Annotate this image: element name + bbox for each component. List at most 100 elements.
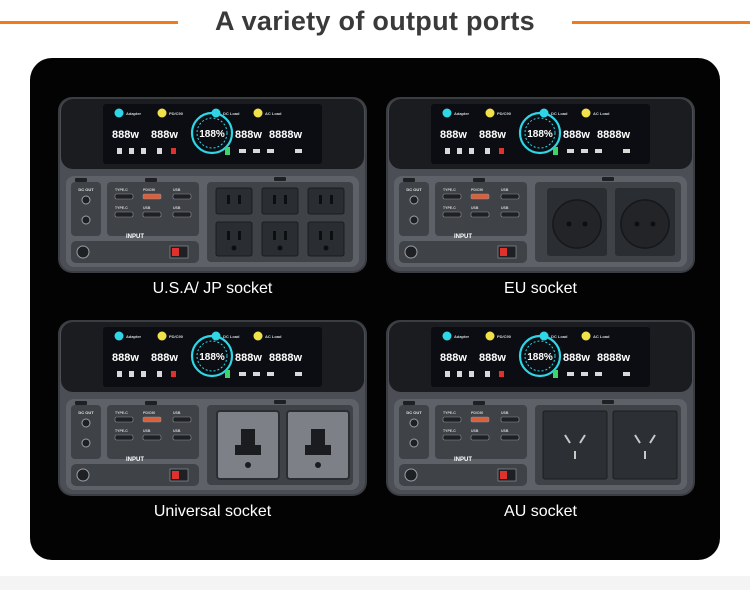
- lcd-indicator-icon: [253, 108, 263, 118]
- usb-port-icon: [442, 193, 462, 200]
- socket-pin: [238, 195, 241, 204]
- power-switch-icon: [172, 471, 179, 479]
- usb-label: USB: [471, 429, 479, 433]
- socket-pin: [284, 195, 287, 204]
- lcd-label: Adapter: [454, 111, 470, 116]
- socket-pin: [319, 195, 322, 204]
- us-socket-icon: [215, 221, 253, 257]
- usb-port-icon: [442, 211, 462, 218]
- socket-pin: [284, 231, 287, 240]
- lcd-digits-left-2: 888w: [479, 129, 506, 141]
- lcd-indicator-icon: [157, 108, 167, 118]
- input-label: INPUT: [454, 457, 472, 463]
- lcd-status-icon: [129, 371, 134, 377]
- lcd-status-icon: [253, 372, 260, 376]
- lcd-status-icon: [485, 371, 490, 377]
- dc-out-block: [399, 182, 429, 236]
- dc-port-icon: [409, 195, 419, 205]
- usb-port-icon: [172, 193, 192, 200]
- lcd-indicator-icon: [485, 331, 495, 341]
- battery-level-icon: [553, 370, 558, 378]
- usb-label: TYPE-C: [443, 188, 456, 192]
- usb-port-icon: [142, 211, 162, 218]
- usb-label: PD/C90: [143, 188, 155, 192]
- lcd-status-icon: [445, 371, 450, 377]
- usb-port-icon: [470, 193, 490, 200]
- battery-level-icon: [553, 147, 558, 155]
- battery-level-icon: [225, 147, 230, 155]
- usb-label: USB: [173, 411, 181, 415]
- lcd-status-icon: [485, 148, 490, 154]
- us-socket-icon: [307, 187, 345, 215]
- socket-pin: [564, 434, 571, 444]
- socket-pin: [634, 221, 640, 227]
- dc-out-block: [399, 405, 429, 459]
- dc-port-icon: [81, 438, 91, 448]
- dc-out-block: [71, 405, 101, 459]
- usb-label: TYPE-C: [115, 429, 128, 433]
- usb-label: USB: [143, 429, 151, 433]
- usb-port-icon: [500, 211, 520, 218]
- us-socket-icon: [261, 187, 299, 215]
- lcd-label: DC Load: [551, 334, 568, 339]
- lcd-label: AC Load: [593, 111, 610, 116]
- lcd-status-icon: [295, 372, 302, 376]
- lcd-status-icon: [157, 148, 162, 154]
- dc-out-label: DC OUT: [406, 410, 422, 415]
- lcd-digits-left: 888w: [112, 129, 139, 141]
- usb-port-icon: [470, 416, 490, 423]
- input-block: [71, 241, 199, 263]
- socket-pin: [649, 434, 656, 444]
- panel-tab: [602, 400, 614, 404]
- dc-port-icon: [81, 215, 91, 225]
- socket-pin: [582, 221, 588, 227]
- lcd-status-icon: [157, 371, 162, 377]
- battery-ring-icon: [518, 111, 562, 155]
- lcd-indicator-icon: [253, 331, 263, 341]
- panel-tab: [403, 178, 415, 182]
- caption-universal: Universal socket: [153, 503, 272, 520]
- socket-ground-pin: [245, 462, 251, 468]
- usb-label: USB: [471, 206, 479, 210]
- socket-ground-pin: [277, 245, 283, 251]
- usb-label: PD/C90: [143, 411, 155, 415]
- lcd-status-icon: [567, 149, 574, 153]
- socket-pin: [227, 195, 230, 204]
- lcd-status-icon: [567, 372, 574, 376]
- socket-pin: [634, 434, 641, 444]
- battery-percent: 188%: [527, 352, 553, 363]
- lcd-digits-right: 888w: [563, 352, 590, 364]
- socket-pin: [566, 221, 572, 227]
- lcd-status-icon: [171, 148, 176, 154]
- lcd-status-icon: [499, 371, 504, 377]
- lcd-label: Adapter: [126, 111, 142, 116]
- socket-slot: [305, 429, 331, 455]
- lcd-status-icon: [117, 371, 122, 377]
- panel-tab: [403, 401, 415, 405]
- socket-ground-pin: [323, 245, 329, 251]
- lcd-digits-right-2: 8888w: [269, 129, 302, 141]
- lcd-digits-left: 888w: [440, 129, 467, 141]
- usb-port-icon: [114, 193, 134, 200]
- input-port-icon: [404, 468, 418, 482]
- usb-label: USB: [173, 206, 181, 210]
- usb-label: USB: [501, 411, 509, 415]
- socket-pin: [319, 231, 322, 240]
- dc-out-label: DC OUT: [78, 187, 94, 192]
- socket-pin: [330, 195, 333, 204]
- usb-port-icon: [142, 193, 162, 200]
- lcd-label: Adapter: [126, 334, 142, 339]
- usb-port-icon: [500, 193, 520, 200]
- lcd-status-icon: [239, 149, 246, 153]
- lcd-digits-right: 888w: [235, 352, 262, 364]
- input-label: INPUT: [126, 457, 144, 463]
- lcd-label: PD/C90: [497, 334, 512, 339]
- battery-percent: 188%: [199, 352, 225, 363]
- battery-ring-inner: [196, 117, 228, 149]
- input-label: INPUT: [126, 234, 144, 240]
- lcd-indicator-icon: [114, 108, 124, 118]
- lcd-status-icon: [117, 148, 122, 154]
- us-socket-icon: [215, 187, 253, 215]
